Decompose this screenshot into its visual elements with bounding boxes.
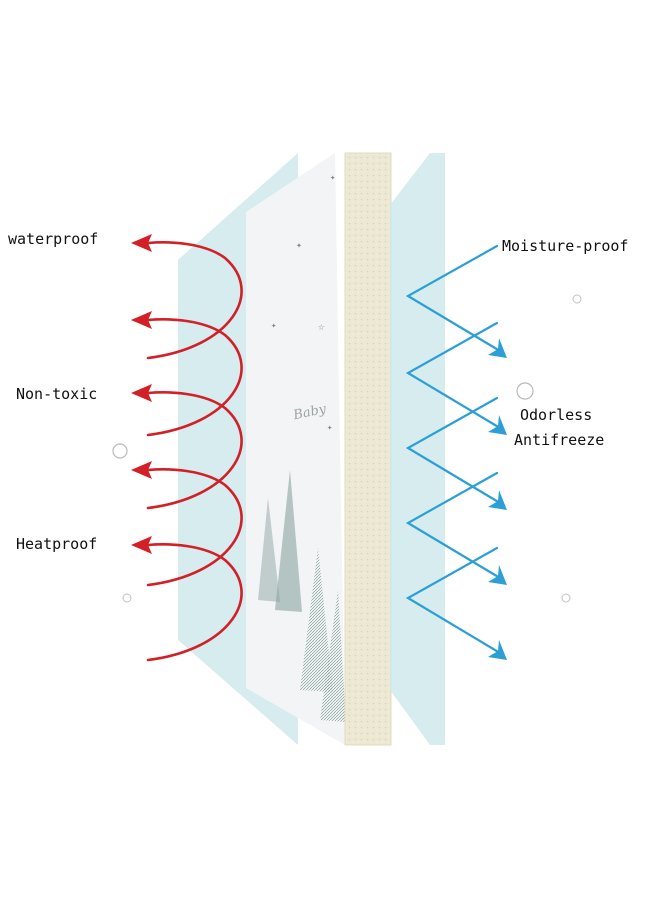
blue-arrow-zigzag xyxy=(405,546,502,655)
bubble-icon xyxy=(122,593,132,603)
back-protective-film xyxy=(390,153,445,745)
red-arrow-head-icon xyxy=(131,384,152,402)
blue-arrows-group xyxy=(405,244,507,660)
red-arrow-head-icon xyxy=(131,461,152,479)
label-odorless: Odorless xyxy=(520,406,593,424)
printed-star-icon: ✦ xyxy=(296,240,302,251)
red-arrow-curve xyxy=(146,241,243,360)
bubble-icon xyxy=(561,593,571,603)
blue-arrow-head-icon xyxy=(488,565,507,585)
printed-tree-icon xyxy=(258,498,280,602)
red-arrow-head-icon xyxy=(131,234,152,252)
printed-tree-icon xyxy=(320,590,346,722)
blue-arrow-zigzag xyxy=(405,396,502,505)
label-antifreeze: Antifreeze xyxy=(514,431,605,449)
red-arrow-curve xyxy=(146,318,243,437)
printed-script-text: Baby xyxy=(291,402,328,424)
blue-arrow-head-icon xyxy=(488,490,507,510)
bubble-icon xyxy=(112,443,128,459)
label-waterproof: waterproof xyxy=(8,230,99,248)
blue-arrow-zigzag xyxy=(405,321,502,430)
blue-arrow-zigzag xyxy=(405,244,502,353)
foam-layer xyxy=(344,152,392,746)
printed-tree-icon xyxy=(275,470,302,612)
red-arrows-group xyxy=(131,234,243,662)
printed-layer: ✦ ✦ ☆ ✦ ✦ Baby xyxy=(246,153,346,745)
printed-star-icon: ✦ xyxy=(271,321,277,331)
blue-arrow-head-icon xyxy=(488,338,507,358)
blue-arrow-head-icon xyxy=(488,640,507,660)
blue-arrow-head-icon xyxy=(488,415,507,435)
printed-star-icon: ✦ xyxy=(327,423,333,433)
label-moisture-proof: Moisture-proof xyxy=(502,237,629,255)
bubble-icon xyxy=(516,382,534,400)
red-arrow-curve xyxy=(146,391,243,510)
red-arrow-head-icon xyxy=(131,311,152,329)
label-heatproof: Heatproof xyxy=(16,535,98,553)
printed-tree-icon xyxy=(300,548,333,692)
blue-arrow-zigzag xyxy=(405,471,502,580)
label-non-toxic: Non-toxic xyxy=(16,385,98,403)
printed-star-icon: ☆ xyxy=(318,320,325,333)
printed-star-icon: ✦ xyxy=(330,173,336,183)
red-arrow-curve xyxy=(146,543,243,662)
bubble-icon xyxy=(572,294,582,304)
red-arrow-curve xyxy=(146,468,243,587)
red-arrow-head-icon xyxy=(131,536,152,554)
